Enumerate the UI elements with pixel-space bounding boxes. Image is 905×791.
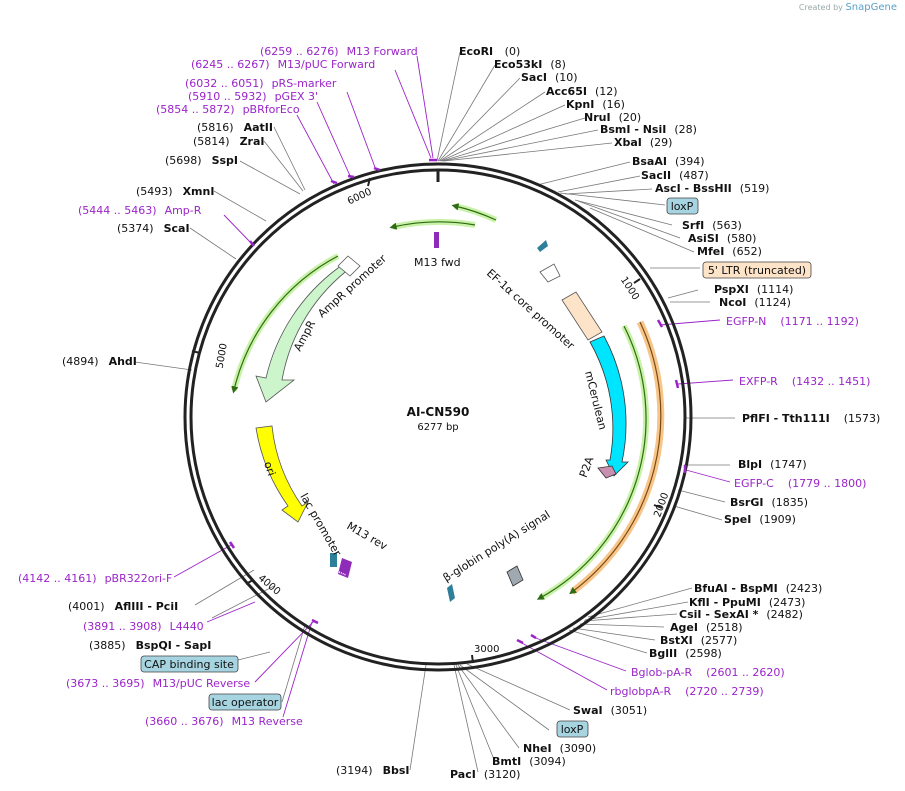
- box-5ltr: 5' LTR (truncated): [708, 264, 806, 277]
- bglobin-polya: [506, 565, 524, 587]
- enzyme-blpi: BlpI(1747): [738, 458, 807, 471]
- loxp-bottom-marker: [447, 584, 455, 602]
- enzyme-ecori: EcoRI (0): [459, 45, 520, 58]
- enzyme-nhei: NheI(3090): [523, 742, 596, 755]
- primer-m13-reverse: (3660 .. 3676)M13 Reverse: [145, 715, 303, 728]
- enzyme-ahdi: (4894)AhdI: [62, 355, 137, 368]
- primer-prs-marker: (6032 .. 6051)pRS-marker: [185, 77, 337, 90]
- enzyme-kpni: KpnI(16): [566, 98, 625, 111]
- label-mcerulean: mCerulean: [582, 370, 609, 432]
- box-labels: loxP 5' LTR (truncated) loxP CAP binding…: [140, 197, 812, 738]
- enzyme-sacii: SacII(487): [641, 169, 709, 182]
- primer-m13-puc-reverse: (3673 .. 3695)M13/pUC Reverse: [66, 677, 250, 690]
- enzyme-afliii-pcii: (4001)AflIII - PciI: [68, 600, 178, 613]
- enzyme-ncoi: NcoI(1124): [719, 296, 791, 309]
- enzyme-bsrgi: BsrGI(1835): [730, 496, 808, 509]
- enzyme-agei: AgeI(2518): [670, 621, 743, 634]
- enzyme-eco53ki: Eco53kI(8): [494, 58, 566, 71]
- m13-fwd-marker: [434, 232, 439, 248]
- primer-pbrforeco: (5854 .. 5872)pBRforEco: [156, 103, 300, 116]
- enzyme-asisi: AsiSI(580): [688, 232, 756, 245]
- enzyme-xbai: XbaI(29): [614, 136, 672, 149]
- primer-ticks: [228, 158, 687, 645]
- primer-m13-puc-forward: (6245 .. 6267)M13/pUC Forward: [191, 58, 375, 71]
- primer-m13-forward: (6259 .. 6276)M13 Forward: [260, 45, 418, 58]
- label-lac-promoter: lac promoter: [297, 491, 344, 559]
- plasmid-length: 6277 bp: [417, 422, 458, 433]
- ef1a-arrow: [539, 263, 561, 283]
- tick-3000: 3000: [474, 644, 499, 655]
- ori: [255, 425, 310, 523]
- enzyme-srfi: SrfI(563): [682, 219, 742, 232]
- enzyme-paci: PacI(3120): [450, 768, 520, 781]
- enzyme-labels: EcoRI (0) Eco53kI(8) SacI(10) Acc65I(12)…: [62, 45, 880, 781]
- enzyme-aatii: (5816)AatII: [197, 121, 273, 134]
- primer-rbglobpa-r: rbglobpA-R(2720 .. 2739): [610, 685, 764, 698]
- enzyme-acc65i: Acc65I(12): [546, 85, 618, 98]
- label-bglobin: β-globin poly(A) signal: [441, 508, 553, 585]
- enzyme-bstxi: BstXI(2577): [660, 634, 737, 647]
- primer-amp-r: (5444 .. 5463)Amp-R: [78, 204, 202, 217]
- enzyme-bmti: BmtI(3094): [492, 755, 566, 768]
- enzyme-saci: SacI(10): [521, 71, 578, 84]
- primer-labels: (6259 .. 6276)M13 Forward (6245 .. 6267)…: [18, 45, 870, 728]
- enzyme-sspi: (5698)SspI: [165, 154, 238, 167]
- ampr: [255, 261, 354, 403]
- enzyme-pspxi: PspXI(1114): [714, 283, 793, 296]
- label-p2a: P2A: [577, 455, 597, 480]
- box-cap-binding: CAP binding site: [144, 658, 234, 671]
- enzyme-nrui: NruI(20): [584, 111, 641, 124]
- box-loxp-top: loxP: [671, 200, 694, 213]
- snapgene-credit: Created by SnapGene: [799, 2, 897, 13]
- enzyme-mfei: MfeI(652): [697, 245, 762, 258]
- enzyme-bsaai: BsaAI(394): [632, 155, 705, 168]
- primer-egfp-n: EGFP-N(1171 .. 1192): [726, 315, 859, 328]
- enzyme-bsmi-nsii: BsmI - NsiI(28): [600, 123, 697, 136]
- box-loxp-bottom: loxP: [561, 723, 584, 736]
- primer-exfp-r: EXFP-R(1432 .. 1451): [739, 375, 870, 388]
- ampr-promoter: [337, 255, 361, 277]
- enzyme-spei: SpeI(1909): [724, 513, 796, 526]
- enzyme-zrai: (5814)ZraI: [193, 135, 265, 148]
- tick-5000: 5000: [215, 342, 230, 369]
- cap-binding-marker: [330, 553, 337, 567]
- label-m13-rev: M13 rev: [345, 519, 390, 553]
- label-ef1a: EF-1α core promoter: [484, 267, 577, 353]
- primer-l4440: (3891 .. 3908)L4440: [83, 620, 204, 633]
- label-ori: ori: [261, 460, 278, 478]
- enzyme-scai: (5374)ScaI: [117, 222, 190, 235]
- snapgene-logo: SnapGene: [845, 2, 897, 13]
- primer-leaders: [173, 55, 734, 718]
- tick-1000: 1000: [618, 275, 641, 302]
- backbone-outer: [183, 162, 693, 672]
- loxp-top-marker: [537, 240, 548, 252]
- box-lac-operator: lac operator: [212, 696, 279, 709]
- primer-pbr322ori-f: (4142 .. 4161)pBR322ori-F: [18, 572, 172, 585]
- enzyme-bfuai-bspmi: BfuAI - BspMI(2423): [694, 582, 822, 595]
- tick-4000: 4000: [256, 573, 283, 598]
- ef1a-core-promoter: [561, 291, 603, 341]
- scale-ticks: [191, 177, 663, 664]
- enzyme-bbsi: (3194)BbsI: [336, 764, 409, 777]
- primer-pgex3: (5910 .. 5932)pGEX 3': [188, 90, 318, 103]
- enzyme-csii-sexai: CsiI - SexAI *(2482): [679, 608, 803, 621]
- label-m13-fwd: M13 fwd: [414, 256, 461, 269]
- enzyme-bspqi-sapi: (3885)BspQI - SapI: [89, 639, 211, 652]
- credit-prefix: Created by: [798, 3, 843, 12]
- mcerulean: [589, 335, 629, 477]
- primer-egfp-c: EGFP-C(1779 .. 1800): [734, 477, 866, 490]
- enzyme-asci-bsshii: AscI - BssHII(519): [655, 182, 769, 195]
- enzyme-bglii: BglII(2598): [649, 647, 722, 660]
- enzyme-pflfi-tth111i: PflFI - Tth111I(1573): [742, 412, 880, 425]
- leader-lines: [134, 51, 735, 773]
- primer-bglob-pa-r: Bglob-pA-R(2601 .. 2620): [631, 666, 785, 679]
- tick-6000: 6000: [346, 187, 374, 208]
- enzyme-kfli-ppumi: KflI - PpuMI(2473): [689, 596, 805, 609]
- enzyme-xmni: (5493)XmnI: [136, 185, 214, 198]
- enzyme-swai: SwaI(3051): [573, 704, 647, 717]
- green-arcs: [231, 203, 665, 601]
- plasmid-name: AI-CN590: [407, 405, 470, 419]
- p2a: [597, 465, 617, 479]
